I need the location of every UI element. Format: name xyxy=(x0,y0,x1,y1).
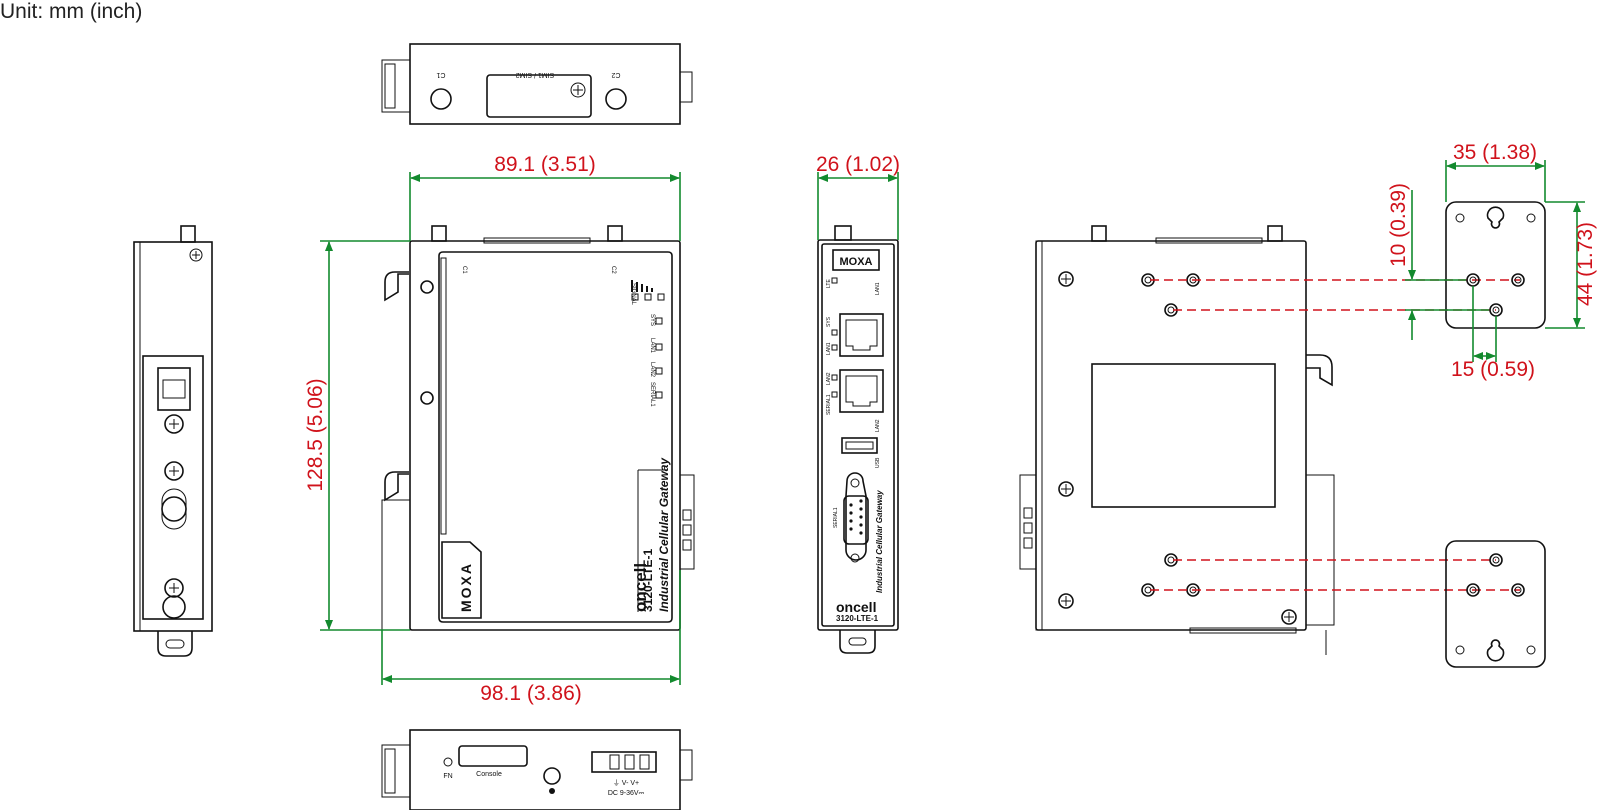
bottom-power-terminals: ⏚ V- V+ xyxy=(613,779,639,787)
front-c1-label: C1 xyxy=(461,266,467,274)
dim-bracket-height: 44 (1.73) xyxy=(1574,222,1597,306)
bottom-power-rating: DC 9-36V⎓ xyxy=(608,790,645,797)
side-moxa-logo: MOXA xyxy=(840,256,873,268)
front-led-signal: SIGNAL xyxy=(630,283,636,306)
bottom-view: FN Console ⏚ V- V+ DC 9-36V⎓ xyxy=(381,729,693,810)
bottom-console-label: Console xyxy=(476,771,502,778)
side-view: MOXA LTE SYS LAN1 LAN2 SERIAL1 LAN1 LAN2… xyxy=(817,225,899,654)
side-usb-label: USB xyxy=(875,457,881,468)
rear-view xyxy=(1019,225,1520,655)
side-lan2-label: LAN2 xyxy=(875,419,881,432)
side-led-lte: LTE xyxy=(826,279,832,288)
lower-bracket xyxy=(1445,540,1546,668)
front-led-sys: SYS xyxy=(649,314,655,326)
side-lan1-label: LAN1 xyxy=(875,282,881,295)
side-led-lan1: LAN1 xyxy=(826,342,832,355)
side-oncell-logo: oncell xyxy=(836,599,876,615)
front-product-label: Industrial Cellular Gateway xyxy=(657,457,671,612)
front-led-serial1: SERIAL1 xyxy=(649,382,655,407)
unit-note: Unit: mm (inch) xyxy=(0,0,143,23)
side-product-label: Industrial Cellular Gateway xyxy=(875,490,884,593)
dim-width-bottom: 98.1 (3.86) xyxy=(480,682,582,705)
top-c1-label: C1 xyxy=(436,71,445,78)
front-oncell-logo: oncell xyxy=(631,563,650,612)
dim-hole-spacing: 15 (0.59) xyxy=(1451,358,1535,381)
front-c2-label: C2 xyxy=(610,266,616,274)
side-led-serial1: SERIAL1 xyxy=(826,394,832,415)
front-view: MOXA C1 C2 SIGNAL SYS LAN1 LAN2 SERIAL1 … xyxy=(381,225,695,631)
top-view: C1 SIM1 / SIM2 C2 xyxy=(381,43,693,125)
dimension-lines xyxy=(320,160,1585,685)
front-moxa-logo: MOXA xyxy=(458,562,474,612)
left-view xyxy=(133,225,213,657)
bottom-fn-label: FN xyxy=(443,773,452,780)
dim-bracket-offset: 10 (0.39) xyxy=(1387,183,1410,267)
side-led-sys: SYS xyxy=(826,316,832,327)
front-led-lan2: LAN2 xyxy=(649,362,655,378)
dim-width-front: 89.1 (3.51) xyxy=(494,153,596,176)
dim-bracket-width: 35 (1.38) xyxy=(1453,141,1537,164)
top-c2-label: C2 xyxy=(611,71,620,78)
dim-depth: 26 (1.02) xyxy=(816,153,900,176)
dim-height: 128.5 (5.06) xyxy=(304,378,327,491)
side-model-label: 3120-LTE-1 xyxy=(836,614,879,623)
top-sim-label: SIM1 / SIM2 xyxy=(516,71,555,78)
side-serial-label: SERIAL1 xyxy=(833,507,839,528)
upper-bracket xyxy=(1445,201,1546,329)
front-model-label: 3120-LTE-1 xyxy=(641,549,655,612)
front-led-lan1: LAN1 xyxy=(649,338,655,354)
side-led-lan2: LAN2 xyxy=(826,372,832,385)
